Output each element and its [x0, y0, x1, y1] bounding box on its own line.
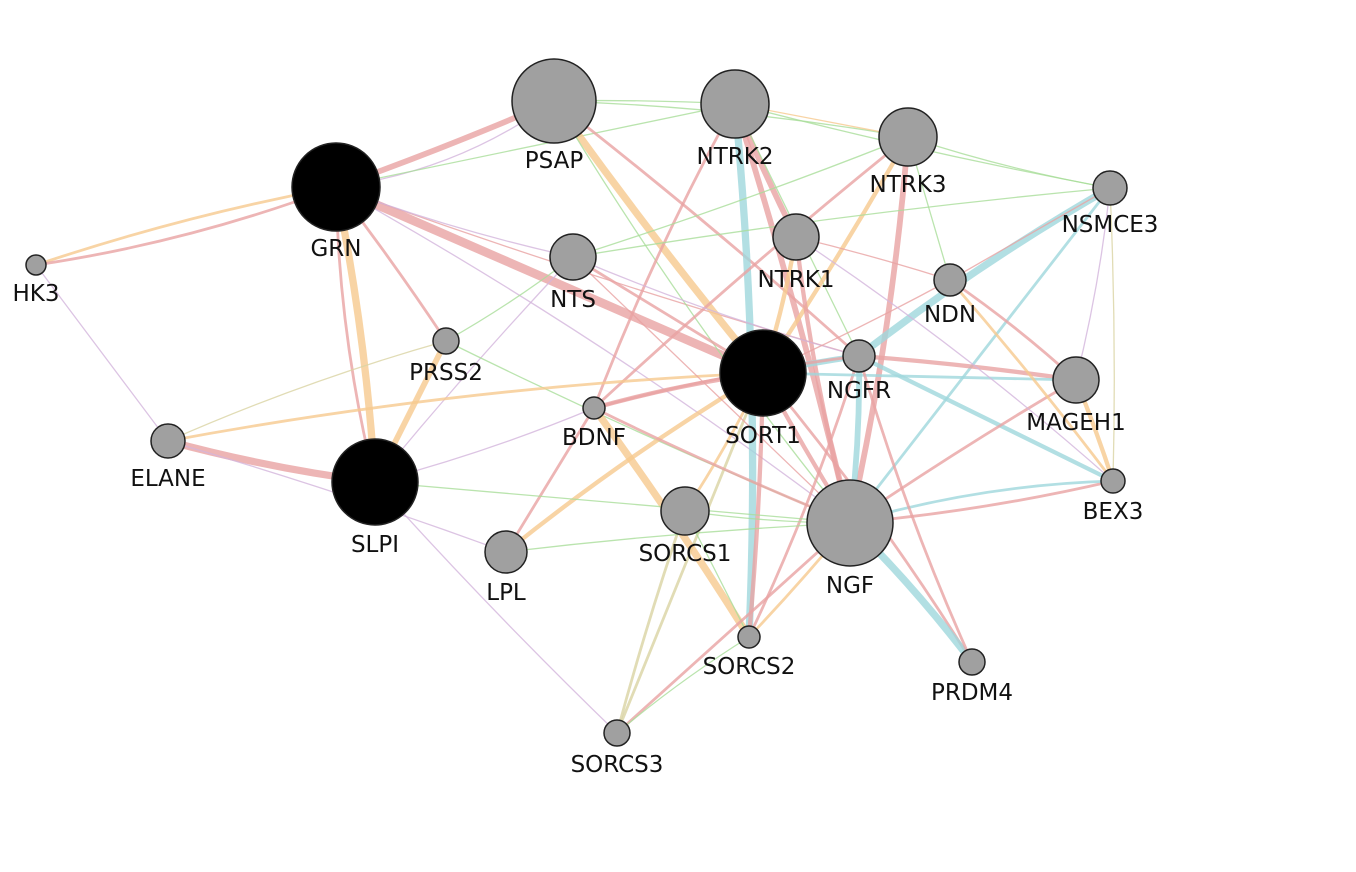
node-grn[interactable]: [291, 142, 381, 232]
node-bex3[interactable]: [1100, 468, 1126, 494]
edge-slpi-sorcs3: [374, 481, 618, 734]
node-label-sort1: SORT1: [725, 423, 801, 449]
edge-sorcs2-sorcs3: [616, 636, 750, 734]
node-label-sorcs2: SORCS2: [703, 654, 796, 680]
node-lpl[interactable]: [484, 530, 528, 574]
node-label-nts: NTS: [550, 287, 596, 313]
node-nsmce3[interactable]: [1092, 170, 1128, 206]
edge-prss2-elane: [167, 340, 447, 442]
node-label-sorcs3: SORCS3: [571, 752, 664, 778]
node-label-grn: GRN: [310, 236, 361, 262]
edge-ntrk3-bdnf: [592, 135, 910, 410]
edge-psap-ngfr: [552, 99, 861, 358]
node-hk3[interactable]: [25, 254, 47, 276]
edge-prdm4-ngfr: [857, 354, 974, 664]
node-label-psap: PSAP: [525, 148, 584, 174]
node-bdnf[interactable]: [582, 396, 606, 420]
node-sorcs2[interactable]: [737, 625, 761, 649]
node-label-ntrk3: NTRK3: [870, 172, 947, 198]
node-label-ngfr: NGFR: [827, 378, 891, 404]
node-prss2[interactable]: [432, 327, 460, 355]
node-label-elane: ELANE: [130, 466, 205, 492]
edge-hk3-grn: [34, 185, 338, 267]
edge-grn-sort1: [331, 182, 768, 378]
node-label-hk3: HK3: [12, 281, 59, 307]
edge-hk3-elane: [35, 264, 169, 442]
node-label-ntrk2: NTRK2: [697, 144, 774, 170]
node-ngf[interactable]: [806, 479, 894, 567]
node-sorcs1[interactable]: [660, 486, 710, 536]
node-ngfr[interactable]: [842, 339, 876, 373]
node-ntrk3[interactable]: [878, 107, 938, 167]
node-elane[interactable]: [150, 423, 186, 459]
edge-sorcs1-sorcs3: [615, 509, 687, 735]
edge-ngfr-bex3: [856, 353, 1116, 484]
node-label-lpl: LPL: [486, 580, 526, 606]
nodes-layer: [25, 58, 1128, 747]
node-label-ndn: NDN: [924, 302, 976, 328]
node-slpi[interactable]: [331, 438, 419, 526]
edge-ndn-nsmce3: [949, 187, 1111, 281]
edge-grn-ntrk2: [335, 103, 736, 188]
edge-nts-ntrk3: [572, 136, 909, 258]
node-label-bdnf: BDNF: [562, 425, 626, 451]
node-psap[interactable]: [511, 58, 597, 144]
edge-slpi-ngf: [374, 481, 851, 524]
node-sorcs3[interactable]: [603, 719, 631, 747]
edge-nts-ngf: [572, 256, 851, 524]
edge-ndn-bex3: [948, 278, 1115, 483]
node-label-prss2: PRSS2: [409, 360, 483, 386]
edge-nsmce3-bex3: [1109, 187, 1115, 482]
edge-grn-ngf: [335, 186, 851, 524]
node-mageh1[interactable]: [1052, 356, 1100, 404]
edge-ngfr-mageh1: [856, 353, 1079, 383]
node-label-mageh1: MAGEH1: [1026, 410, 1125, 436]
node-nts[interactable]: [549, 233, 597, 281]
edge-ntrk1-bex3: [795, 236, 1114, 482]
node-ntrk2[interactable]: [700, 69, 770, 139]
edge-nsmce3-nts: [572, 187, 1111, 258]
node-label-prdm4: PRDM4: [931, 680, 1013, 706]
node-label-slpi: SLPI: [351, 532, 399, 558]
edge-ntrk2-bdnf: [592, 102, 737, 410]
node-label-bex3: BEX3: [1083, 499, 1144, 525]
edge-nsmce3-ngf: [848, 186, 1112, 525]
edges-layer: [34, 97, 1116, 735]
node-label-ngf: NGF: [826, 573, 874, 599]
node-ntrk1[interactable]: [772, 213, 820, 261]
node-label-nsmce3: NSMCE3: [1062, 212, 1159, 238]
node-ndn[interactable]: [933, 263, 967, 297]
edge-psap-sort1: [550, 97, 767, 377]
node-sort1[interactable]: [719, 329, 807, 417]
node-prdm4[interactable]: [958, 648, 986, 676]
edge-elane-sort1: [166, 371, 765, 443]
edge-hk3-grn: [34, 185, 338, 267]
node-label-ntrk1: NTRK1: [758, 267, 835, 293]
edge-ngfr-sorcs2: [747, 354, 861, 639]
node-label-sorcs1: SORCS1: [639, 541, 732, 567]
